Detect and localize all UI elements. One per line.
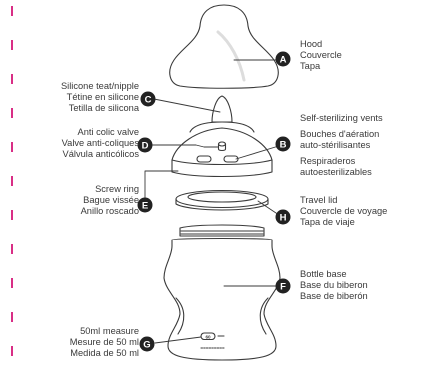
badge-letter: G <box>143 340 150 351</box>
label-bottle-base: Bottle base Base du biberon Base de bibe… <box>300 269 368 302</box>
label-es: Base de biberón <box>300 291 368 302</box>
measure-marking: 60 <box>205 334 211 339</box>
label-fr: Valve anti-coliques <box>62 138 139 149</box>
label-en: Silicone teat/nipple <box>61 81 139 92</box>
label-en: Screw ring <box>81 184 139 195</box>
label-en: Travel lid <box>300 195 387 206</box>
label-fr: Bague vissée <box>81 195 139 206</box>
label-vents: Self-sterilizing vents Bouches d'aératio… <box>300 113 383 178</box>
badge-letter: C <box>145 95 152 106</box>
hood-illustration <box>170 5 279 88</box>
label-en: Self-sterilizing vents <box>300 113 383 124</box>
label-en: Anti colic valve <box>62 127 139 138</box>
label-hood: Hood Couvercle Tapa <box>300 39 342 72</box>
label-fr-cont: auto-stérilisantes <box>300 140 383 151</box>
label-en: Hood <box>300 39 342 50</box>
label-es: Respiraderos <box>300 156 383 167</box>
badge-letter: F <box>280 282 286 293</box>
label-es: Tapa <box>300 61 342 72</box>
label-travel-lid: Travel lid Couvercle de voyage Tapa de v… <box>300 195 387 228</box>
badge-b: B <box>276 137 291 152</box>
label-teat: Silicone teat/nipple Tétine en silicone … <box>61 81 139 114</box>
badge-d: D <box>138 138 153 153</box>
badge-h: H <box>276 210 291 225</box>
badge-letter: H <box>280 213 287 224</box>
label-es: Tapa de viaje <box>300 217 387 228</box>
label-fr: Tétine en silicone <box>61 92 139 103</box>
badge-g: G <box>140 337 155 352</box>
vent-left-icon <box>197 156 211 162</box>
label-valve: Anti colic valve Valve anti-coliques Vál… <box>62 127 139 160</box>
label-measure: 50ml measure Mesure de 50 ml Medida de 5… <box>70 326 139 359</box>
label-fr: Base du biberon <box>300 280 368 291</box>
label-fr: Mesure de 50 ml <box>70 337 139 348</box>
label-es-cont: autoesterilizables <box>300 167 383 178</box>
badge-letter: E <box>142 201 148 212</box>
label-es: Válvula anticólicos <box>62 149 139 160</box>
label-es: Tetilla de silicona <box>61 103 139 114</box>
label-fr: Bouches d'aération <box>300 129 383 140</box>
label-fr: Couvercle <box>300 50 342 61</box>
travel-lid-illustration <box>176 191 268 211</box>
badge-c: C <box>141 92 156 107</box>
label-en: Bottle base <box>300 269 368 280</box>
label-es: Medida de 50 ml <box>70 348 139 359</box>
teat-illustration <box>190 96 254 132</box>
badge-letter: A <box>280 55 287 66</box>
label-es: Anillo roscado <box>81 206 139 217</box>
valve-icon <box>219 142 226 146</box>
badge-a: A <box>276 52 291 67</box>
label-en: 50ml measure <box>70 326 139 337</box>
badge-letter: B <box>280 140 287 151</box>
badge-e: E <box>138 198 153 213</box>
label-screw-ring: Screw ring Bague vissée Anillo roscado <box>81 184 139 217</box>
label-fr: Couvercle de voyage <box>300 206 387 217</box>
badge-f: F <box>276 279 291 294</box>
badge-letter: D <box>142 141 149 152</box>
